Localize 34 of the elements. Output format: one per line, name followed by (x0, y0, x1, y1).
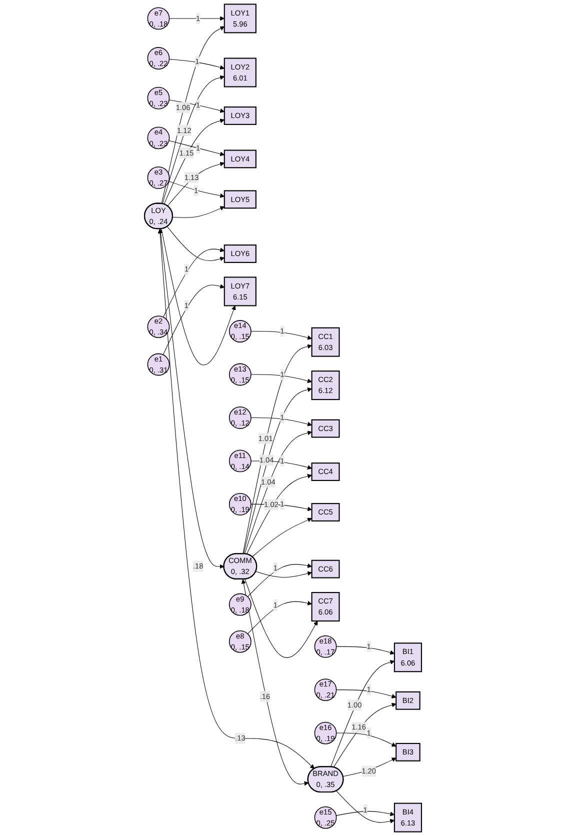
arrow (161, 26, 225, 204)
arrow (336, 646, 395, 655)
arrow (252, 518, 312, 558)
arrow (244, 578, 318, 658)
arrow (241, 579, 309, 786)
arrow (250, 374, 312, 384)
arrow (336, 811, 395, 816)
arrow (158, 228, 315, 769)
arrow (256, 571, 312, 578)
arrow (336, 790, 395, 824)
arrow (166, 226, 225, 262)
arrow (164, 118, 225, 204)
arrow (342, 758, 396, 777)
arrow (330, 660, 395, 768)
arrow (162, 75, 225, 204)
arrow (250, 417, 312, 426)
arrow (247, 600, 312, 634)
arrow (336, 732, 396, 747)
arrow (336, 690, 396, 698)
arrow (168, 100, 225, 113)
arrow (167, 162, 225, 206)
arrow (246, 474, 312, 554)
arrow (162, 284, 225, 355)
arrow (162, 248, 225, 318)
arrow (169, 58, 225, 70)
arrow (333, 702, 396, 768)
arrow (172, 206, 225, 218)
arrow (168, 180, 225, 198)
arrow (169, 16, 225, 21)
arrow (247, 563, 312, 597)
arrow (250, 331, 312, 340)
arrow (161, 228, 236, 366)
arrow (250, 504, 312, 512)
arrow (168, 140, 225, 156)
